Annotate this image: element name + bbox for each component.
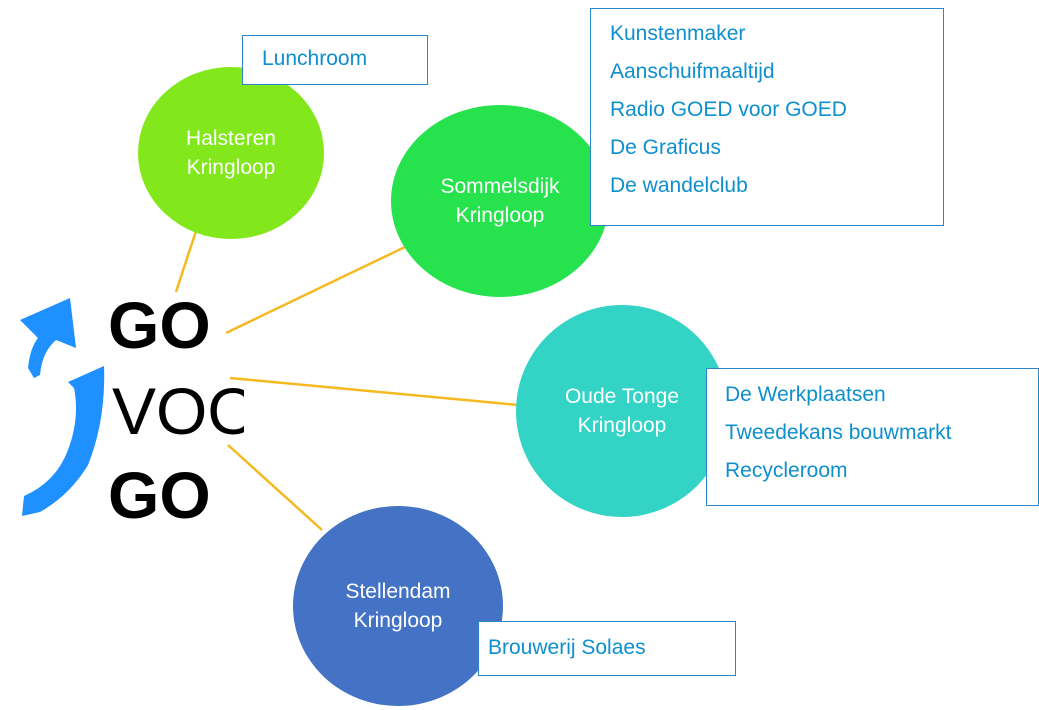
connector-halsteren bbox=[174, 227, 199, 293]
activity-item: Kunstenmaker bbox=[610, 22, 746, 45]
node-sommelsdijk: Sommelsdijk Kringloop bbox=[391, 105, 609, 297]
activities-oude-tonge: De Werkplaatsen Tweedekans bouwmarkt Rec… bbox=[706, 368, 1039, 506]
logo-text-line-2: VOO bbox=[112, 378, 244, 448]
activity-item: De Werkplaatsen bbox=[725, 383, 886, 406]
node-name-line-2: Kringloop bbox=[353, 609, 443, 632]
activity-item: Brouwerij Solaes bbox=[488, 636, 646, 659]
activities-stellendam: Brouwerij Solaes bbox=[478, 621, 736, 676]
node-name-line-2: Kringloop bbox=[455, 204, 545, 227]
activity-item: Lunchroom bbox=[262, 47, 368, 70]
node-stellendam: Stellendam Kringloop bbox=[293, 506, 503, 706]
connector-stellendam bbox=[227, 444, 323, 531]
activity-item: Radio GOED voor GOED bbox=[610, 98, 847, 121]
logo-text-line-3: GO bbox=[108, 462, 211, 532]
node-halsteren: Halsteren Kringloop bbox=[138, 67, 324, 239]
activity-item: Recycleroom bbox=[725, 459, 848, 482]
connector-sommelsdijk bbox=[225, 245, 406, 335]
activity-item: De Graficus bbox=[610, 136, 721, 159]
node-name-line-1: Halsteren bbox=[186, 126, 276, 150]
node-name-line-2: Kringloop bbox=[186, 156, 276, 179]
activities-sommelsdijk: Kunstenmaker Aanschuifmaaltijd Radio GOE… bbox=[590, 8, 944, 226]
node-name-line-2: Kringloop bbox=[577, 414, 667, 437]
activities-halsteren: Lunchroom bbox=[242, 35, 428, 85]
node-name-line-1: Stellendam bbox=[345, 579, 451, 603]
connector-oude-tonge bbox=[229, 376, 519, 407]
node-name-line-1: Oude Tonge bbox=[564, 384, 680, 408]
node-oude-tonge: Oude Tonge Kringloop bbox=[516, 305, 728, 517]
activity-item: De wandelclub bbox=[610, 174, 748, 197]
activity-item: Tweedekans bouwmarkt bbox=[725, 421, 952, 444]
node-name-line-1: Sommelsdijk bbox=[440, 174, 560, 198]
activity-item: Aanschuifmaaltijd bbox=[610, 60, 775, 83]
logo-text-line-1: GO bbox=[108, 292, 211, 362]
blue-arrows-icon bbox=[20, 298, 105, 516]
